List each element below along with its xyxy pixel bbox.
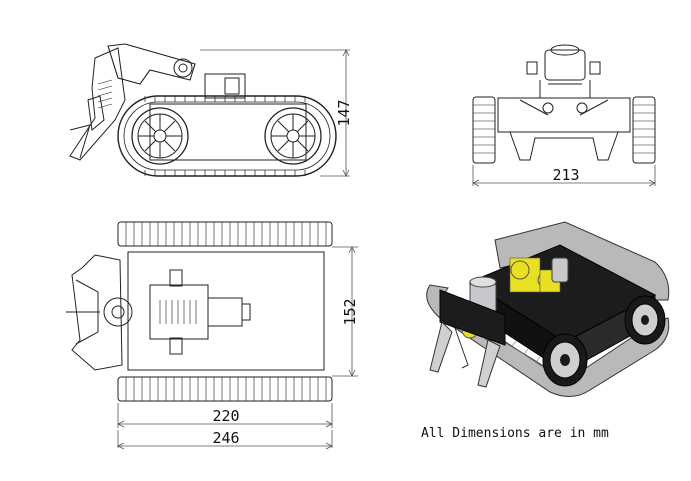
top-chassis: [127, 251, 325, 371]
front-chassis: [497, 97, 631, 133]
side-chassis-plate: [149, 103, 307, 161]
side-view: [69, 43, 337, 177]
side-wheel-left: [131, 107, 189, 165]
front-motor: [544, 49, 586, 81]
top-gearbox: [149, 284, 209, 340]
side-arm: [107, 43, 196, 85]
iso-motor: [469, 257, 569, 315]
top-track-lower: [117, 376, 333, 402]
front-view: [472, 44, 656, 164]
iso-wheel-front: [542, 333, 588, 387]
front-track-left: [472, 96, 496, 164]
top-inner-length-label: 220: [212, 407, 239, 425]
front-track-right: [632, 96, 656, 164]
side-track: [117, 95, 337, 177]
iso-front-plate: [439, 289, 506, 346]
side-height-dimension: [200, 49, 350, 177]
front-width-dimension: [472, 165, 656, 187]
iso-render: [426, 221, 670, 397]
top-inner-length-dimension: [117, 403, 333, 428]
top-overall-length-dimension: [117, 430, 333, 450]
iso-gripper: [429, 321, 501, 388]
top-overall-length-label: 246: [212, 429, 239, 447]
side-wheel-right: [264, 107, 322, 165]
side-motor: [204, 73, 246, 99]
top-gripper: [71, 254, 123, 371]
top-track-upper: [117, 221, 333, 247]
units-note: All Dimensions are in mm: [421, 426, 609, 441]
top-view: [66, 221, 333, 402]
front-gripper: [509, 131, 619, 161]
side-gripper: [69, 47, 126, 161]
front-width-label: 213: [552, 166, 579, 184]
iso-wheel-rear: [624, 295, 666, 345]
side-height-label: 147: [335, 99, 353, 126]
side-track-teeth: [144, 96, 306, 176]
top-height-label: 152: [341, 298, 359, 325]
top-height-dimension: [332, 246, 358, 377]
